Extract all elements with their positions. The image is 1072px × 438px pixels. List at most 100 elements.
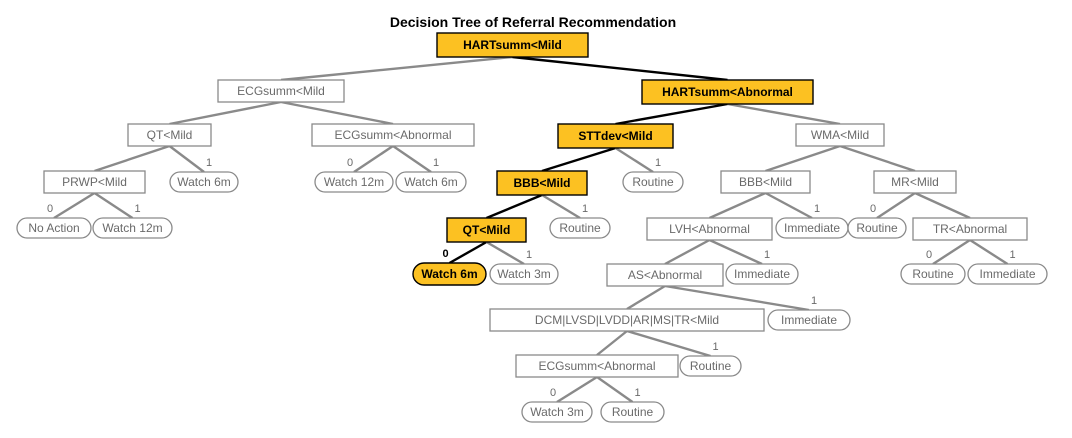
- leaf-watch-3m: Watch 3m: [489, 263, 559, 285]
- leaf-shape: [549, 217, 611, 239]
- leaf-routine: Routine: [900, 263, 966, 285]
- node-label: TR<Abnormal: [933, 222, 1007, 236]
- edge-n5-l2: [353, 145, 394, 173]
- node-label: Routine: [856, 221, 898, 235]
- edge-label-n12-l11: 1: [526, 249, 532, 261]
- leaf-watch-3m: Watch 3m: [521, 401, 593, 423]
- leaf-shape: [395, 171, 467, 193]
- node-box: [641, 79, 814, 105]
- node-label: BBB<Mild: [739, 175, 792, 189]
- split-node-qt-mild: QT<Mild: [127, 123, 212, 147]
- edge-n7-n11: [839, 144, 916, 173]
- node-label: Watch 6m: [404, 175, 458, 189]
- split-node-bbb-mild: BBB<Mild: [496, 170, 588, 196]
- edge-n14-l13: [932, 238, 971, 266]
- edge-n17-l17: [556, 375, 598, 404]
- node-label: MR<Mild: [891, 175, 939, 189]
- leaf-shape: [847, 217, 907, 239]
- edge-n6-l4: [614, 146, 654, 174]
- edge-n15-n16: [626, 284, 666, 311]
- node-box: [515, 354, 679, 378]
- node-label: DCM|LVSD|LVDD|AR|MS|TR<Mild: [535, 313, 719, 327]
- node-box: [873, 170, 957, 194]
- node-label: No Action: [28, 221, 79, 235]
- node-box: [912, 217, 1028, 241]
- edge-n9-n12: [486, 193, 543, 220]
- leaf-shape: [412, 262, 487, 286]
- node-box: [496, 170, 588, 196]
- node-label: PRWP<Mild: [62, 175, 127, 189]
- split-node-mr-mild: MR<Mild: [873, 170, 957, 194]
- node-label: Watch 3m: [530, 405, 584, 419]
- split-node-hartsumm-mild: HARTsumm<Mild: [436, 32, 589, 58]
- node-label: Immediate: [784, 221, 840, 235]
- split-node-ecgsumm-abnormal: ECGsumm<Abnormal: [515, 354, 679, 378]
- edge-label-n17-l17: 0: [550, 387, 556, 399]
- split-node-tr-abnormal: TR<Abnormal: [912, 217, 1028, 241]
- node-label: Routine: [912, 267, 954, 281]
- node-box: [43, 170, 146, 194]
- leaf-watch-6m: Watch 6m: [169, 171, 239, 193]
- leaf-shape: [92, 217, 173, 239]
- leaf-shape: [521, 401, 593, 423]
- node-label: Routine: [612, 405, 654, 419]
- leaf-shape: [314, 171, 394, 193]
- split-node-sttdev-mild: STTdev<Mild: [557, 123, 674, 149]
- leaf-shape: [489, 263, 559, 285]
- leaf-watch-6m: Watch 6m: [395, 171, 467, 193]
- leaf-watch-12m: Watch 12m: [92, 217, 173, 239]
- edge-n16-n17: [596, 330, 628, 356]
- node-label: ECGsumm<Abnormal: [334, 128, 451, 142]
- edge-label-n14-l13: 0: [926, 249, 932, 261]
- edge-label-n6-l4: 1: [655, 157, 661, 169]
- node-box: [127, 123, 212, 147]
- leaf-immediate: Immediate: [767, 309, 851, 331]
- edge-n10-l8: [764, 191, 813, 220]
- leaf-routine: Routine: [679, 355, 742, 377]
- split-node-hartsumm-abnormal: HARTsumm<Abnormal: [641, 79, 814, 105]
- split-node-qt-mild: QT<Mild: [446, 217, 527, 243]
- node-box: [311, 123, 475, 147]
- edge-n6-n9: [541, 146, 616, 173]
- edge-n3-n6: [615, 102, 728, 126]
- edge-label-n10-l8: 1: [814, 203, 820, 215]
- node-label: STTdev<Mild: [578, 129, 652, 143]
- edge-n9-l7: [541, 193, 581, 220]
- edge-n3-n7: [727, 102, 841, 126]
- leaf-shape: [679, 355, 742, 377]
- leaf-watch-12m: Watch 12m: [314, 171, 394, 193]
- node-label: Watch 6m: [177, 175, 231, 189]
- split-node-wma-mild: WMA<Mild: [795, 123, 885, 147]
- leaf-shape: [16, 217, 92, 239]
- leaf-routine: Routine: [622, 171, 684, 193]
- node-label: Routine: [559, 221, 601, 235]
- edge-n7-n10: [765, 144, 841, 173]
- node-label: HARTsumm<Mild: [463, 38, 562, 52]
- edge-label-n8-l6: 1: [134, 203, 140, 215]
- node-label: Watch 6m: [421, 267, 477, 281]
- edge-label-n5-l2: 0: [347, 157, 353, 169]
- edge-label-n16-l16: 1: [712, 341, 718, 353]
- node-label: Watch 12m: [102, 221, 162, 235]
- edge-label-n9-l7: 1: [582, 203, 588, 215]
- edge-n10-n13: [709, 191, 766, 220]
- leaf-immediate: Immediate: [967, 263, 1048, 285]
- edge-n13-n15: [664, 238, 711, 266]
- edge-n4-l1: [168, 145, 205, 173]
- edge-label-n14-l14: 1: [1009, 249, 1015, 261]
- node-label: QT<Mild: [147, 128, 193, 142]
- node-box: [217, 79, 345, 103]
- leaf-watch-6m: Watch 6m: [412, 262, 487, 286]
- leaf-shape: [967, 263, 1048, 285]
- node-label: LVH<Abnormal: [669, 222, 750, 236]
- edge-n14-l14: [969, 238, 1009, 266]
- leaf-shape: [622, 171, 684, 193]
- edge-n2-n5: [280, 100, 394, 126]
- split-node-bbb-mild: BBB<Mild: [720, 170, 811, 194]
- edge-label-n17-l18: 1: [634, 387, 640, 399]
- split-node-as-abnormal: AS<Abnormal: [606, 263, 724, 287]
- leaf-routine: Routine: [847, 217, 907, 239]
- leaf-shape: [767, 309, 851, 331]
